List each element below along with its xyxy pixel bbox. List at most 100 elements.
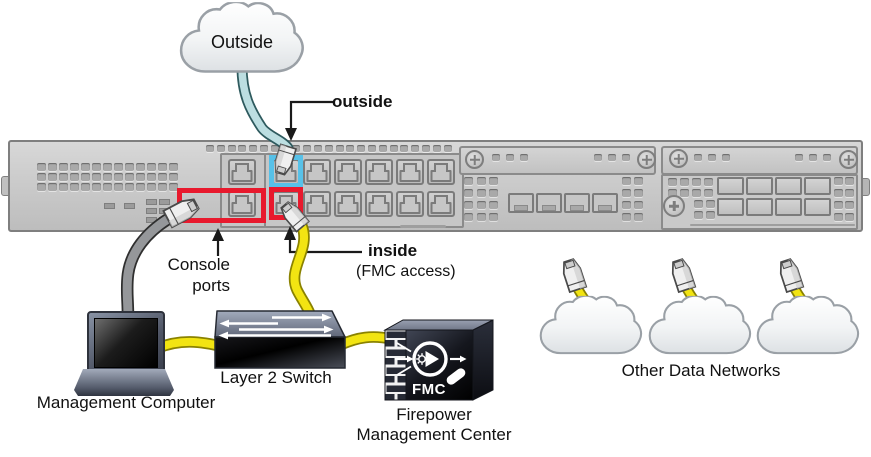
top-vent-hole xyxy=(335,145,344,152)
vent-hole xyxy=(680,189,689,197)
vent-hole xyxy=(622,201,631,209)
vent-hole xyxy=(634,189,643,197)
vent-hole xyxy=(489,189,498,197)
vent-hole xyxy=(169,163,178,171)
vent-hole xyxy=(834,189,843,197)
top-vent-hole xyxy=(368,145,376,152)
vent-hole xyxy=(70,183,79,191)
vent-hole xyxy=(70,173,79,181)
outside-port-highlight xyxy=(269,155,303,188)
vent-hole xyxy=(476,201,486,209)
vent-hole xyxy=(692,178,701,186)
management-computer-label: Management Computer xyxy=(36,393,216,412)
vent-hole xyxy=(476,213,486,221)
vent-hole xyxy=(48,163,57,171)
vent-hole xyxy=(114,183,123,191)
vent-hole xyxy=(706,200,715,208)
top-vent-hole xyxy=(411,145,420,152)
vent-hole xyxy=(634,201,643,209)
console-label-line2: ports xyxy=(192,276,230,295)
vent-hole xyxy=(706,211,715,219)
led-indicator xyxy=(159,208,170,214)
vent-hole xyxy=(668,189,677,197)
fmc-icon-text: FMC xyxy=(412,381,446,398)
fmc-inspect-icon xyxy=(395,341,467,385)
top-vent-hole xyxy=(292,145,301,152)
cloud1-rj45-connector xyxy=(559,257,588,293)
vent-hole xyxy=(668,178,677,186)
module-slot xyxy=(804,198,831,216)
top-vent-hole xyxy=(281,145,290,152)
panel2-vent-hole xyxy=(722,154,730,161)
vent-hole xyxy=(136,183,145,191)
layer2-switch-icon xyxy=(214,310,346,369)
led-indicator xyxy=(159,199,170,205)
cloud2-rj45-connector xyxy=(668,257,697,293)
vent-hole xyxy=(48,183,57,191)
top-vent-hole xyxy=(324,145,333,152)
console-label-line1: Console xyxy=(167,255,230,274)
data-rj45-port xyxy=(334,159,362,185)
vent-hole xyxy=(92,183,101,191)
vent-hole xyxy=(158,163,167,171)
vent-hole xyxy=(634,213,643,221)
panel2-vent-hole xyxy=(795,154,803,161)
sfp-slot xyxy=(508,193,534,213)
vent-hole xyxy=(103,183,112,191)
top-vent-hole xyxy=(270,145,279,152)
vent-hole xyxy=(704,178,713,186)
vent-hole xyxy=(464,201,473,209)
top-vent-hole xyxy=(400,145,409,152)
vent-hole xyxy=(147,183,156,191)
vent-hole xyxy=(476,177,486,185)
console-rj45-port xyxy=(228,159,256,185)
cloud-icon xyxy=(756,295,860,361)
module-slot xyxy=(717,177,744,195)
vent-hole xyxy=(845,201,854,209)
top-vent-hole xyxy=(357,145,366,152)
laptop-base xyxy=(74,369,174,396)
panel1-vent-hole xyxy=(622,154,630,161)
panel2-vent-hole xyxy=(694,154,702,161)
vent-hole xyxy=(158,183,167,191)
screw-icon xyxy=(465,150,484,169)
vent-hole xyxy=(464,189,473,197)
outside-port-label: outside xyxy=(332,92,393,111)
inside-label-main: inside xyxy=(368,241,418,260)
other-network-cloud-3 xyxy=(756,295,860,361)
data-rj45-port xyxy=(365,159,393,185)
vent-hole xyxy=(476,189,486,197)
led-indicator xyxy=(146,208,157,214)
vent-hole xyxy=(464,213,473,221)
top-vent-hole xyxy=(249,145,258,152)
vent-hole xyxy=(92,173,101,181)
cloud-icon xyxy=(648,295,752,361)
vent-hole xyxy=(114,173,123,181)
console-ports-highlight xyxy=(177,188,266,223)
top-vent-hole xyxy=(432,145,441,152)
chassis-groove xyxy=(400,225,446,228)
outside-cloud: Outside xyxy=(179,2,305,80)
vent-hole xyxy=(680,178,689,186)
outside-cloud-label: Outside xyxy=(210,32,274,52)
top-vent-hole xyxy=(227,145,236,152)
vent-hole xyxy=(81,173,90,181)
layer2-switch-label: Layer 2 Switch xyxy=(220,368,332,387)
vent-hole xyxy=(147,173,156,181)
vent-hole xyxy=(169,173,178,181)
vent-hole xyxy=(489,201,498,209)
data-rj45-port xyxy=(334,191,362,217)
module-slot xyxy=(746,177,773,195)
data-rj45-port xyxy=(427,159,455,185)
vent-hole xyxy=(81,163,90,171)
top-vent-hole xyxy=(346,145,355,152)
vent-hole xyxy=(147,163,156,171)
panel2-vent-hole xyxy=(823,154,831,161)
cloud3-rj45-connector xyxy=(776,257,805,293)
top-vent-hole xyxy=(314,145,322,152)
sfp-slot xyxy=(592,193,618,213)
inside-port-highlight xyxy=(269,187,303,220)
led-indicator xyxy=(104,203,115,209)
vent-hole xyxy=(103,173,112,181)
